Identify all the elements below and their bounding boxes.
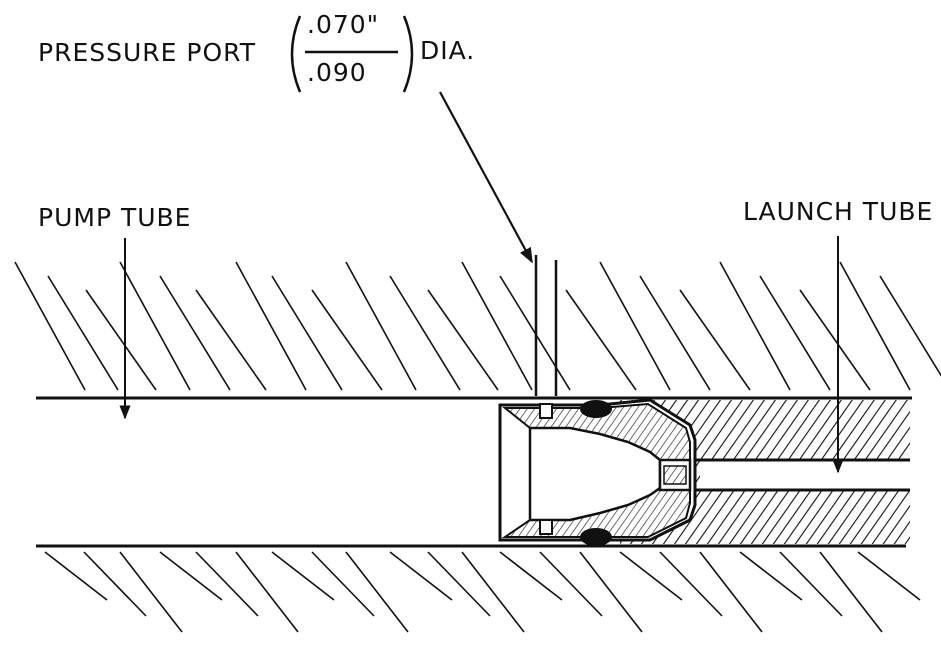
lower-hatch-stroke (345, 551, 409, 633)
upper-hatch-stroke (159, 275, 231, 391)
upper-hatch-stroke (799, 289, 871, 391)
projectile (498, 398, 697, 546)
fraction-right-paren (402, 15, 414, 93)
upper-wall-hatching (14, 261, 941, 391)
port-diameter-suffix: DIA. (420, 36, 476, 65)
pump-tube-label: PUMP TUBE (38, 203, 192, 232)
upper-hatch-stroke (879, 275, 941, 377)
lower-hatch-stroke (235, 551, 299, 633)
upper-hatch-stroke (389, 275, 461, 391)
o-ring-bottom (580, 528, 612, 546)
pressure-port-label: PRESSURE PORT (38, 38, 256, 67)
upper-hatch-stroke (719, 261, 791, 391)
upper-hatch-stroke (565, 289, 637, 391)
lower-hatch-stroke (461, 551, 525, 633)
lower-hatch-stroke (539, 551, 603, 617)
lower-hatch-stroke (271, 551, 335, 601)
lower-hatch-stroke (579, 551, 643, 633)
upper-hatch-stroke (235, 261, 307, 391)
upper-hatch-stroke (759, 275, 831, 391)
fraction-left-paren (290, 15, 302, 93)
upper-hatch-stroke (427, 289, 499, 391)
upper-hatch-stroke (14, 261, 86, 391)
port-diameter-numerator: .070" (307, 10, 380, 39)
lower-hatch-stroke (779, 551, 843, 617)
lower-hatch-stroke (819, 551, 883, 633)
port-diameter-denominator: .090 (307, 58, 367, 87)
upper-hatch-stroke (85, 289, 157, 391)
upper-hatch-stroke (195, 289, 267, 391)
lower-hatch-stroke (619, 551, 683, 601)
lower-hatch-stroke (195, 551, 259, 617)
upper-hatch-stroke (271, 275, 343, 391)
lower-hatch-stroke (699, 551, 763, 633)
upper-hatch-stroke (345, 261, 417, 391)
lower-hatch-stroke (857, 551, 921, 601)
upper-hatch-stroke (599, 261, 671, 391)
lower-hatch-stroke (739, 551, 803, 601)
lower-hatch-stroke (119, 551, 183, 633)
lower-hatch-stroke (44, 551, 108, 601)
lower-hatch-stroke (311, 551, 375, 617)
launch-tube-label: LAUNCH TUBE (743, 197, 934, 226)
upper-hatch-stroke (461, 261, 533, 391)
lower-wall-hatching (44, 551, 921, 633)
pressure-port-leader (439, 91, 533, 264)
upper-hatch-stroke (311, 289, 383, 391)
o-ring-top (580, 400, 612, 418)
lower-hatch-stroke (389, 551, 453, 601)
lower-hatch-stroke (83, 551, 147, 617)
upper-hatch-stroke (47, 275, 119, 391)
upper-hatch-stroke (839, 261, 911, 391)
upper-hatch-stroke (119, 261, 191, 391)
upper-hatch-stroke (679, 289, 751, 391)
lower-hatch-stroke (499, 551, 563, 601)
upper-hatch-stroke (639, 275, 711, 391)
lower-hatch-stroke (659, 551, 723, 617)
lower-hatch-stroke (427, 551, 491, 617)
lower-hatch-stroke (159, 551, 223, 601)
